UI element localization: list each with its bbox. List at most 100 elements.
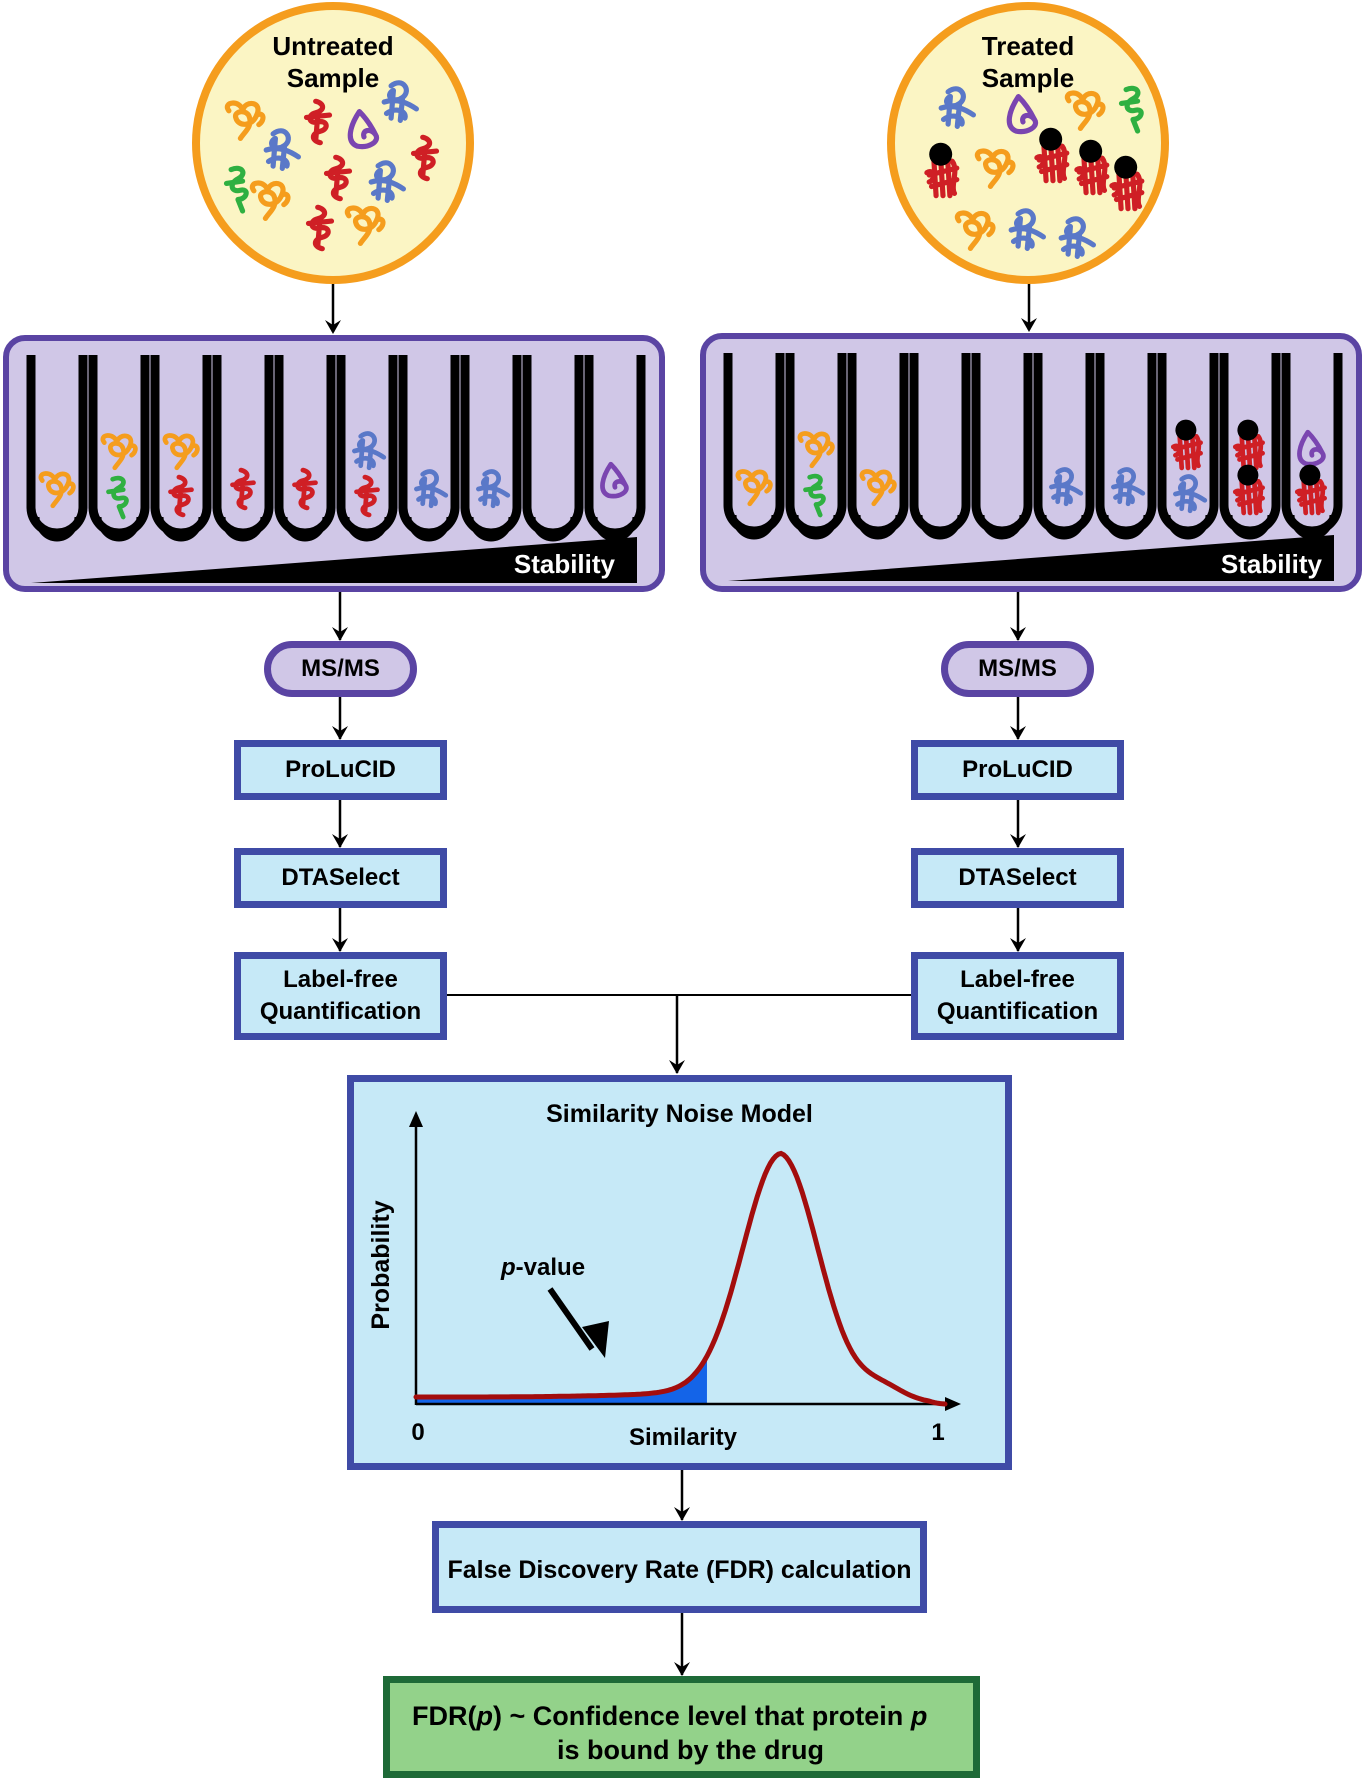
fdr-calculation-box: False Discovery Rate (FDR) calculation xyxy=(432,1521,927,1613)
right-prolucid-step: ProLuCID xyxy=(911,740,1124,800)
test-tube xyxy=(26,355,88,538)
arrowhead xyxy=(332,834,348,848)
green-protein-icon xyxy=(223,165,249,214)
treated-sample-title: Treated Sample xyxy=(981,31,1075,93)
purple-protein-icon xyxy=(1006,94,1039,135)
purple-protein-icon xyxy=(347,109,380,150)
treated-tubes xyxy=(723,353,1343,581)
test-tube xyxy=(460,355,522,538)
left-lfq-step: Label-free Quantification xyxy=(234,952,447,1040)
blue-protein-icon xyxy=(414,469,449,509)
test-tube xyxy=(584,355,646,538)
red-protein-icon xyxy=(303,98,333,146)
red-protein-icon xyxy=(1294,464,1327,516)
lfq-line1: Label-free xyxy=(960,966,1075,993)
orange-protein-icon xyxy=(344,205,386,246)
green-protein-icon xyxy=(1118,85,1144,134)
treated-sample-circle: Treated Sample xyxy=(887,2,1169,284)
orange-protein-icon xyxy=(974,148,1016,189)
red-protein-icon xyxy=(1034,127,1070,184)
right-dtaselect-step: DTASelect xyxy=(911,848,1124,908)
lfq-line1: Label-free xyxy=(283,966,398,993)
test-tube xyxy=(522,355,584,538)
purple-protein-icon xyxy=(1297,429,1326,467)
arrowhead xyxy=(1021,318,1037,332)
untreated-sample-title: Untreated Sample xyxy=(272,31,394,93)
red-protein-icon xyxy=(410,134,440,182)
test-tube xyxy=(785,353,847,536)
red-protein-icon xyxy=(1232,464,1265,516)
red-protein-icon xyxy=(230,467,256,511)
x-axis-arrowhead xyxy=(945,1397,961,1411)
purple-protein-icon xyxy=(600,461,629,499)
drug-molecule-icon xyxy=(1237,464,1259,486)
right-lfq-step: Label-free Quantification xyxy=(911,952,1124,1040)
test-tube xyxy=(88,355,150,538)
treated-tube-panel: Stability xyxy=(700,333,1362,592)
blue-protein-icon xyxy=(938,86,976,129)
x-axis-label: Similarity xyxy=(629,1424,738,1451)
test-tube xyxy=(971,353,1033,536)
orange-protein-icon xyxy=(100,433,138,471)
green-protein-icon xyxy=(803,473,826,518)
blue-protein-icon xyxy=(368,160,406,203)
lfq-line2: Quantification xyxy=(936,998,1099,1025)
drug-molecule-icon xyxy=(1039,127,1063,151)
orange-protein-icon xyxy=(224,100,266,141)
orange-protein-icon xyxy=(162,433,200,471)
blue-protein-icon xyxy=(352,431,387,471)
red-protein-icon xyxy=(292,467,318,511)
arrowhead xyxy=(674,1507,690,1521)
drug-molecule-icon xyxy=(929,142,953,166)
red-protein-icon xyxy=(305,204,335,252)
test-tube xyxy=(723,353,785,536)
left-dtaselect-step: DTASelect xyxy=(234,848,447,908)
test-tube xyxy=(1157,353,1219,536)
red-protein-icon xyxy=(1170,419,1203,471)
result-line2: is bound by the drug xyxy=(557,1735,824,1765)
left-msms-step: MS/MS xyxy=(264,641,417,697)
result-line1: FDR(p) ~ Confidence level that protein p xyxy=(412,1701,928,1731)
x-tick-0: 0 xyxy=(411,1419,424,1446)
blue-protein-icon xyxy=(1008,208,1046,251)
y-axis-label: Probability xyxy=(367,1200,395,1329)
result-box: FDR(p) ~ Confidence level that protein p… xyxy=(383,1676,980,1778)
blue-protein-icon xyxy=(1173,474,1208,514)
red-protein-icon xyxy=(168,474,194,518)
red-protein-icon xyxy=(1074,139,1110,196)
noise-distribution-curve xyxy=(413,1150,948,1407)
red-protein-icon xyxy=(323,154,353,202)
test-tube xyxy=(212,355,274,538)
red-protein-icon xyxy=(924,142,960,199)
untreated-proteins xyxy=(223,80,440,252)
drug-molecule-icon xyxy=(1175,419,1197,441)
red-protein-icon xyxy=(1232,419,1265,471)
untreated-tube-panel: Stability xyxy=(3,335,665,592)
drug-molecule-icon xyxy=(1114,155,1138,179)
arrowhead xyxy=(669,1060,685,1074)
x-tick-1: 1 xyxy=(931,1419,944,1446)
arrowhead xyxy=(1010,627,1026,641)
blue-protein-icon xyxy=(1111,467,1146,507)
orange-protein-icon xyxy=(859,469,897,507)
left-prolucid-step: ProLuCID xyxy=(234,740,447,800)
green-protein-icon xyxy=(106,475,129,520)
pvalue-arrow-head xyxy=(582,1321,609,1358)
test-tube xyxy=(336,355,398,538)
drug-molecule-icon xyxy=(1079,139,1103,163)
test-tube xyxy=(398,355,460,538)
arrowhead xyxy=(332,627,348,641)
treated-proteins xyxy=(924,85,1145,259)
untreated-tubes xyxy=(26,355,646,583)
test-tube xyxy=(1281,353,1343,536)
y-axis-arrowhead xyxy=(409,1111,423,1127)
arrowhead xyxy=(325,320,341,334)
pvalue-label: p-value xyxy=(500,1254,585,1281)
pvalue-arrow-shaft xyxy=(547,1287,595,1351)
stability-label: Stability xyxy=(1220,549,1322,579)
test-tube xyxy=(847,353,909,536)
red-protein-icon xyxy=(354,474,380,518)
orange-protein-icon xyxy=(735,469,773,507)
orange-protein-icon xyxy=(954,210,996,251)
